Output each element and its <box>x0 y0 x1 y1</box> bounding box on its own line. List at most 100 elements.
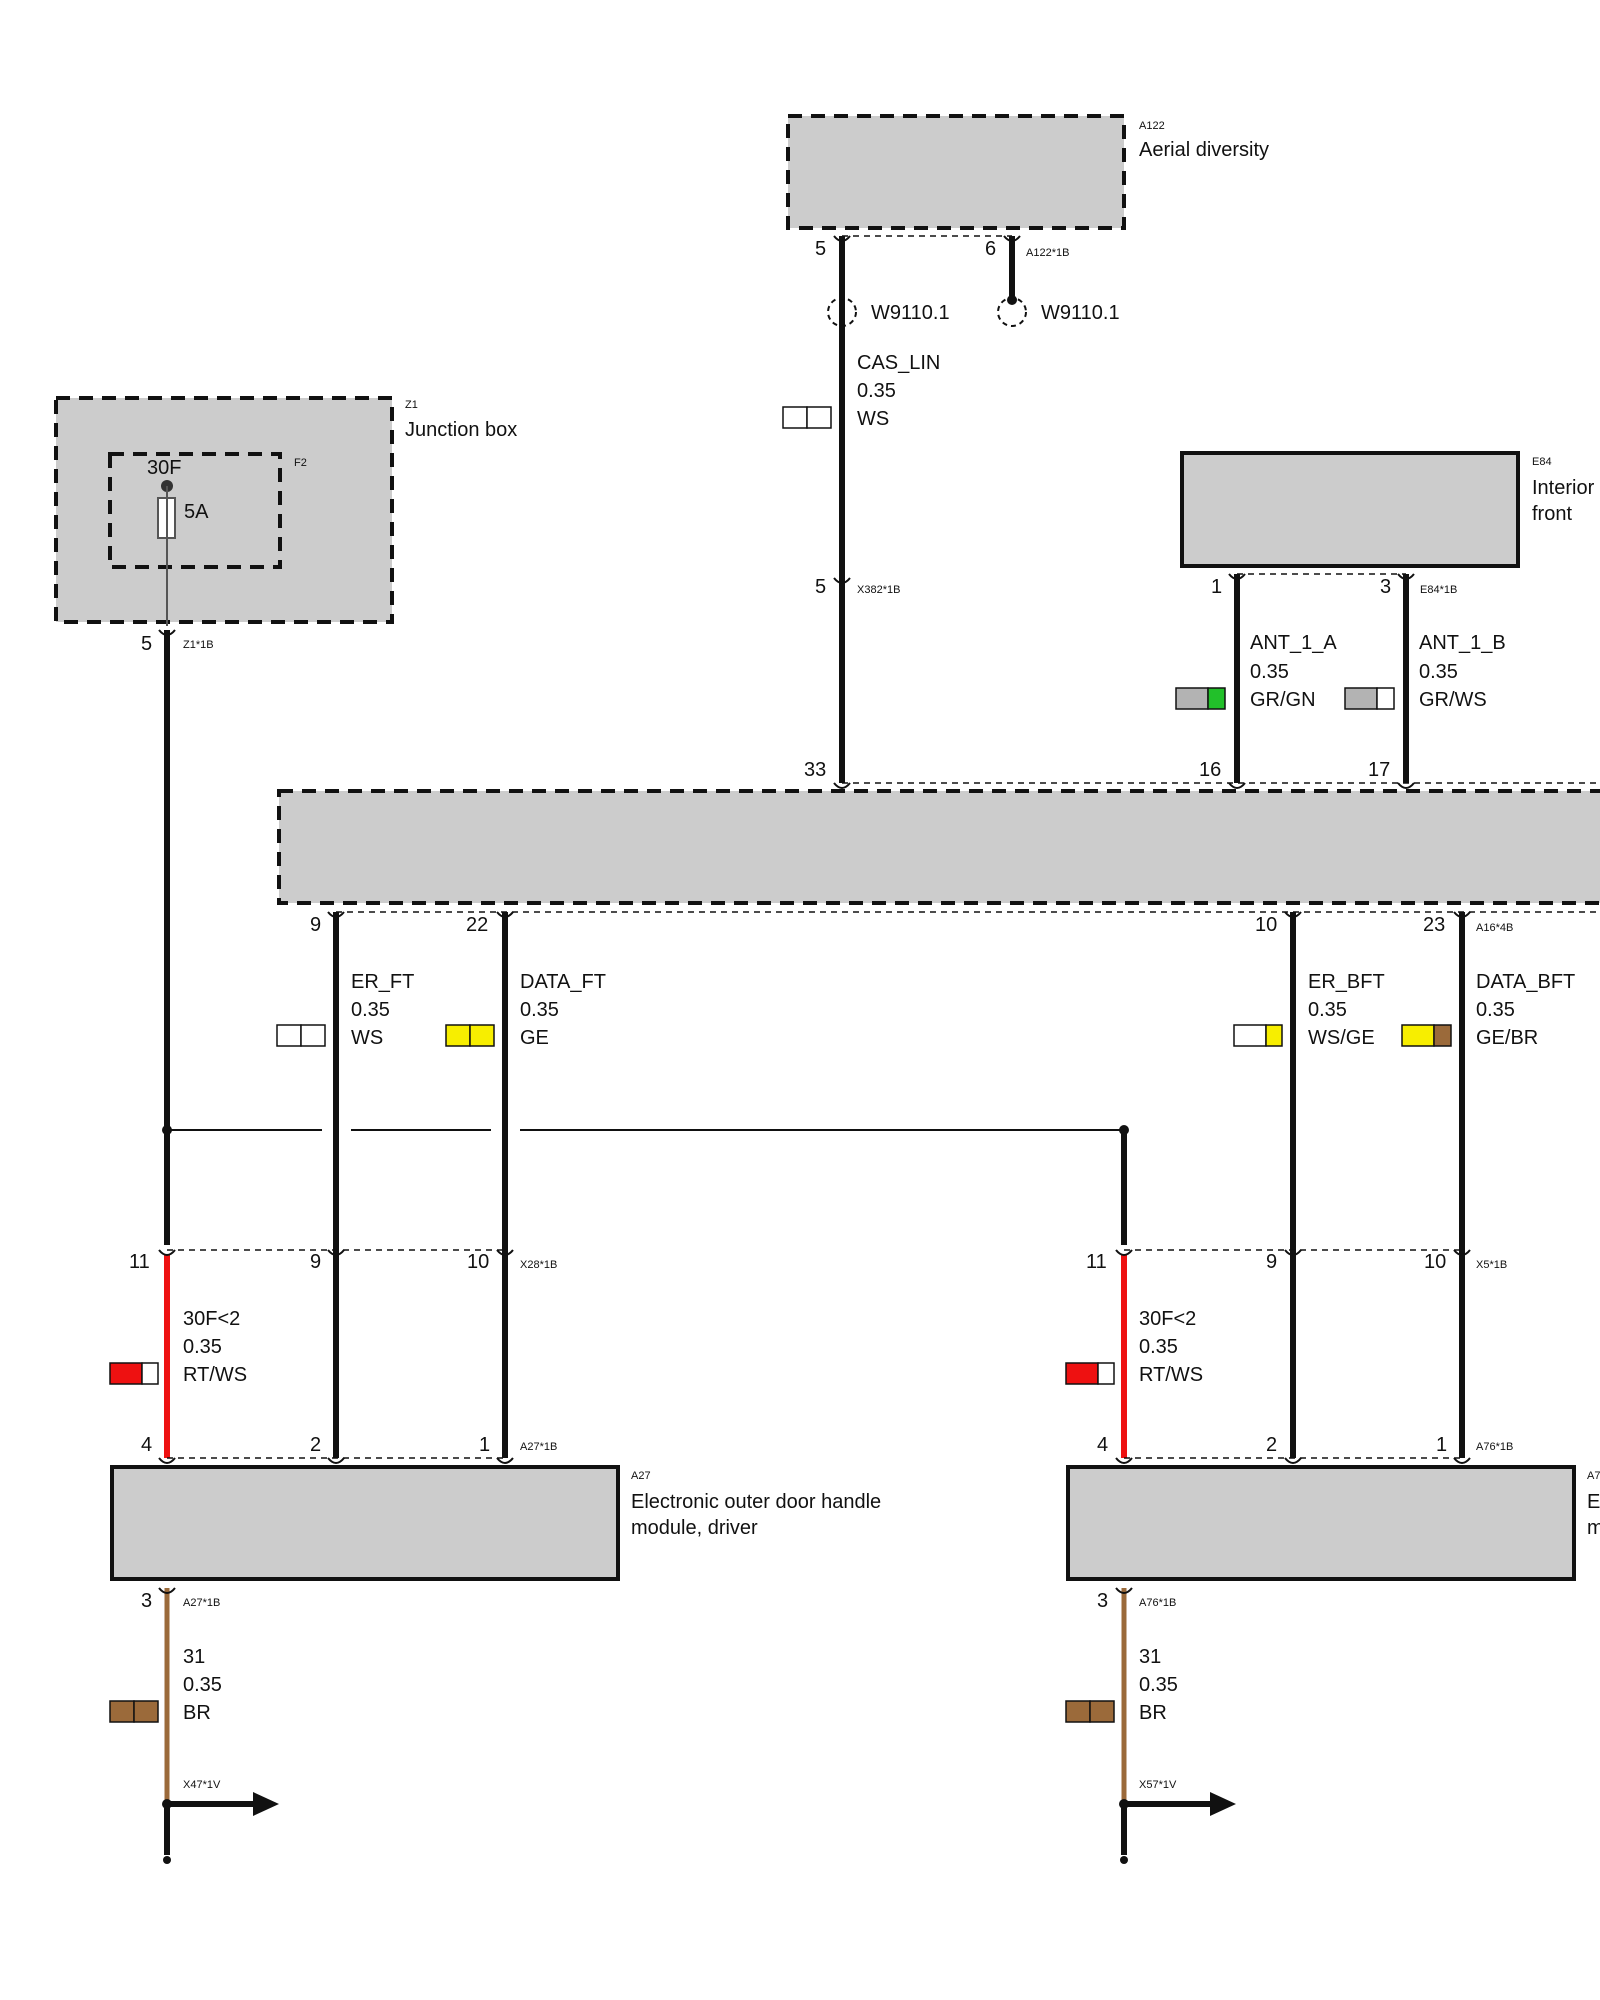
wire-label-ant-1-a: ANT_1_A 0.35 GR/GN <box>1250 632 1337 711</box>
wire-label-31-left: 31 0.35 BR <box>183 1646 222 1724</box>
pin-x28-9: 9 <box>310 1251 321 1273</box>
swatch-data-ft-right <box>469 1024 495 1047</box>
splice-w9110-left-label: W9110.1 <box>871 302 950 324</box>
cas-lin-signal: CAS_LIN <box>857 352 940 374</box>
pin-a76-1: 1 <box>1436 1434 1447 1456</box>
swatch-31-right-left <box>1065 1700 1091 1723</box>
31-left-color: BR <box>183 1702 211 1724</box>
ground-dot-right <box>1119 1799 1129 1809</box>
a76-name-line2: m <box>1587 1517 1600 1539</box>
ground-dot-left <box>162 1799 172 1809</box>
connector-x47-1v: X47*1V <box>183 1779 221 1791</box>
wire-label-er-bft: ER_BFT 0.35 WS/GE <box>1308 971 1385 1049</box>
pin-a16-9: 9 <box>310 914 321 936</box>
swatch-31-left-right <box>133 1700 159 1723</box>
pin-z1-5: 5 <box>141 633 152 655</box>
a27-code: A27 <box>631 1470 651 1482</box>
pin-a76-3: 3 <box>1097 1590 1108 1612</box>
swatch-31-right-right <box>1089 1700 1115 1723</box>
pin-a76-4: 4 <box>1097 1434 1108 1456</box>
er-bft-size: 0.35 <box>1308 999 1347 1021</box>
31-right-color: BR <box>1139 1702 1167 1724</box>
er-ft-color: WS <box>351 1027 383 1049</box>
pin-a16-17: 17 <box>1368 759 1390 781</box>
splice-w9110-left-symbol <box>827 297 857 327</box>
a27-name-line2: module, driver <box>631 1517 758 1539</box>
data-ft-color: GE <box>520 1027 549 1049</box>
ant-1-a-size: 0.35 <box>1250 661 1289 683</box>
a76-door-handle-module-box <box>1066 1465 1576 1581</box>
pin-a27-2: 2 <box>310 1434 321 1456</box>
a27-name-line1: Electronic outer door handle <box>631 1491 881 1513</box>
ant-1-b-signal: ANT_1_B <box>1419 632 1506 654</box>
swatch-31-right <box>1065 1700 1115 1723</box>
ant-1-b-size: 0.35 <box>1419 661 1458 683</box>
swatch-ant-1-a-right <box>1207 687 1226 710</box>
splice-dot-left <box>162 1125 172 1135</box>
swatch-er-bft <box>1233 1024 1283 1047</box>
connector-x5-1b: X5*1B <box>1476 1259 1507 1271</box>
f2-rating: 5A <box>184 501 209 523</box>
pin-a76-2: 2 <box>1266 1434 1277 1456</box>
pin-a27-1: 1 <box>479 1434 490 1456</box>
wire-label-data-ft: DATA_FT 0.35 GE <box>520 971 606 1049</box>
30f-right-signal: 30F<2 <box>1139 1308 1196 1330</box>
cas-lin-color: WS <box>857 408 889 430</box>
e84-code: E84 <box>1532 456 1552 468</box>
splice-w9110-right-dot <box>1007 295 1017 305</box>
f2-terminal: 30F <box>147 457 181 479</box>
a122-code: A122 <box>1139 120 1165 132</box>
pin-x28-11: 11 <box>129 1251 150 1273</box>
pin-x382-5: 5 <box>815 576 826 598</box>
swatch-ant-1-b-left <box>1344 687 1378 710</box>
splice-w9110-right-label: W9110.1 <box>1041 302 1120 324</box>
wire-label-30f-right: 30F<2 0.35 RT/WS <box>1139 1308 1203 1386</box>
31-left-signal: 31 <box>183 1646 205 1668</box>
a76-name-line1: E <box>1587 1491 1600 1513</box>
swatch-cas-lin-right <box>806 406 832 429</box>
30f-left-size: 0.35 <box>183 1336 222 1358</box>
swatch-data-bft <box>1401 1024 1452 1047</box>
data-bft-signal: DATA_BFT <box>1476 971 1575 993</box>
pin-a16-16: 16 <box>1199 759 1221 781</box>
wire-label-31-right: 31 0.35 BR <box>1139 1646 1178 1724</box>
swatch-cas-lin <box>782 406 832 429</box>
connector-a76-1b-bottom: A76*1B <box>1139 1597 1176 1609</box>
cas-lin-size: 0.35 <box>857 380 896 402</box>
connector-e84-1b: E84*1B <box>1420 584 1457 596</box>
swatch-30f-left <box>109 1362 159 1385</box>
swatch-er-bft-right <box>1265 1024 1283 1047</box>
wire-label-data-bft: DATA_BFT 0.35 GE/BR <box>1476 971 1575 1049</box>
ant-1-b-color: GR/WS <box>1419 689 1487 711</box>
30f-right-color: RT/WS <box>1139 1364 1203 1386</box>
connector-a27-1b-top: A27*1B <box>520 1441 557 1453</box>
pin-e84-1: 1 <box>1211 576 1222 598</box>
wire-label-30f-left: 30F<2 0.35 RT/WS <box>183 1308 247 1386</box>
er-bft-color: WS/GE <box>1308 1027 1375 1049</box>
ant-1-a-signal: ANT_1_A <box>1250 632 1337 654</box>
wire-label-cas-lin: CAS_LIN 0.35 WS <box>857 352 940 430</box>
swatch-data-ft-left <box>445 1024 471 1047</box>
wire-end-dot-right <box>1120 1856 1128 1864</box>
swatch-data-bft-left <box>1401 1024 1435 1047</box>
f2-code: F2 <box>294 457 307 469</box>
pin-a27-3: 3 <box>141 1590 152 1612</box>
e84-name-line1: Interior <box>1532 477 1595 499</box>
swatch-er-ft-right <box>300 1024 326 1047</box>
connector-z1-1b: Z1*1B <box>183 639 214 651</box>
swatch-30f-left-left <box>109 1362 143 1385</box>
data-ft-signal: DATA_FT <box>520 971 606 993</box>
ground-arrow-right-head <box>1210 1792 1236 1816</box>
swatch-ant-1-b-right <box>1376 687 1395 710</box>
pin-a16-33: 33 <box>804 759 826 781</box>
pin-a16-22: 22 <box>466 914 488 936</box>
pin-x5-11: 11 <box>1086 1251 1107 1273</box>
31-right-signal: 31 <box>1139 1646 1161 1668</box>
swatch-30f-right-left <box>1065 1362 1099 1385</box>
swatch-30f-right-right <box>1097 1362 1115 1385</box>
connector-x382-1b: X382*1B <box>857 584 900 596</box>
swatch-ant-1-b <box>1344 687 1395 710</box>
pin-x5-10: 10 <box>1424 1251 1446 1273</box>
swatch-ant-1-a <box>1175 687 1226 710</box>
